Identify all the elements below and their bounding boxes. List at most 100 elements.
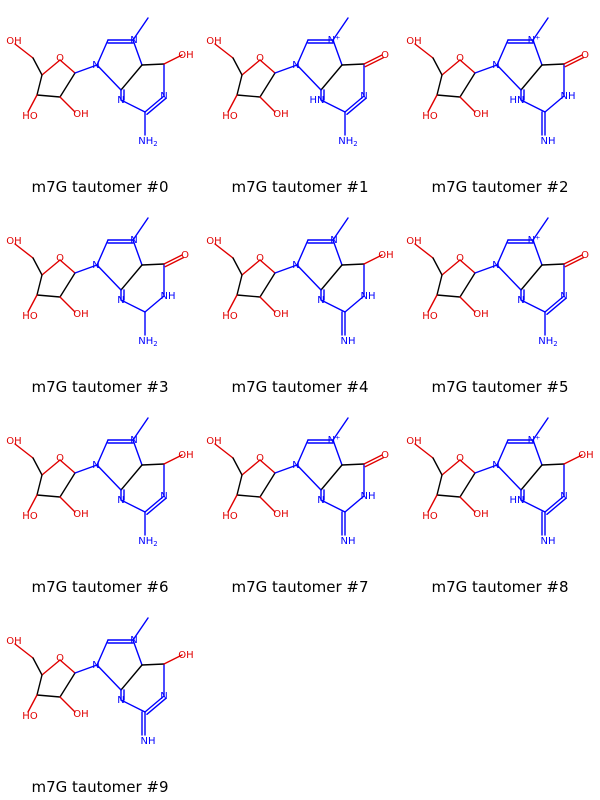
bond-n9-c8	[96, 239, 109, 266]
hydroxyl-2-label: OH	[273, 309, 288, 320]
bond-c4-o4	[441, 59, 461, 76]
bond-c3-c4	[236, 274, 243, 296]
bond-n9-c8	[496, 439, 509, 466]
hydroxyl-2-label: OH	[473, 109, 488, 120]
n3-label: N	[117, 95, 124, 106]
bond-c2-o2	[459, 296, 476, 313]
n1-label: N	[560, 291, 567, 302]
bond-c3-c4	[436, 74, 443, 96]
hydroxyl-3-label: HO	[22, 711, 38, 722]
bond-c1-c2	[459, 272, 476, 298]
bond-c1-n9	[474, 264, 498, 274]
bond-n3-c2	[120, 299, 146, 313]
bond-c3-o3	[27, 94, 38, 113]
n3-label: N	[317, 295, 324, 306]
bond-c6-c5	[541, 263, 565, 266]
bond-n9-c8	[296, 439, 309, 466]
bond-c5-c4	[232, 257, 243, 276]
bond-n7-c5	[132, 239, 143, 266]
bond-c5-o5	[414, 243, 434, 259]
imine-label: NH	[541, 536, 556, 547]
bond-n3-c2	[320, 499, 346, 513]
bond-c1-n9	[474, 464, 498, 474]
n3-label: HN	[310, 95, 325, 106]
bond-n9-c8	[96, 439, 109, 466]
bond-c2-o2	[459, 496, 476, 513]
amine-label: NH2	[138, 136, 157, 148]
bond-c2-n1	[544, 95, 565, 113]
hydroxyl-3-label: HO	[222, 111, 238, 122]
ring-oxygen-label: O	[456, 53, 464, 64]
bond-c1-n9	[474, 64, 498, 74]
bond-c1-n9	[74, 464, 98, 474]
amine-label: NH2	[538, 336, 557, 348]
carbonyl-oxygen-label: O	[581, 250, 589, 261]
n1-label: NH	[361, 291, 376, 302]
n7-label: N⁺	[528, 235, 541, 246]
bond-c6-o	[563, 54, 583, 65]
bond-c5-c4	[32, 457, 43, 476]
n9-label: N	[292, 260, 299, 271]
bond-c1-n9	[274, 64, 298, 74]
bond-c3-o3	[427, 494, 438, 513]
n7-label: N⁺	[528, 35, 541, 46]
bond-c6-o	[163, 654, 183, 665]
bond-n7-methyl	[132, 617, 149, 641]
bond-c2-c3	[236, 494, 261, 498]
ring-oxygen-label: O	[56, 253, 64, 264]
hydroxyl-3-label: HO	[422, 111, 438, 122]
n1-label: N	[160, 691, 167, 702]
hydroxyl-6-label: OH	[178, 50, 193, 61]
bond-c1-c2	[259, 72, 276, 98]
bond-c2-c3	[436, 294, 461, 298]
hydroxyl-3-label: HO	[22, 511, 38, 522]
bond-n7-methyl	[332, 417, 349, 441]
hydroxyl-2-label: OH	[73, 709, 88, 720]
n9-label: N	[92, 260, 99, 271]
bond-c4-o4	[241, 459, 261, 476]
bond-c2-o2	[259, 96, 276, 113]
hydroxyl-3-label: HO	[222, 311, 238, 322]
imine-label: NH	[541, 136, 556, 147]
bond-c4-o4	[441, 259, 461, 276]
bond-n3-c2	[320, 299, 346, 313]
ring-oxygen-label: O	[256, 53, 264, 64]
bond-c2-o2	[59, 296, 76, 313]
bond-c3-o3	[227, 94, 238, 113]
amine-label: NH2	[138, 536, 157, 548]
bond-n3-c2	[520, 499, 546, 513]
bond-n7-methyl	[532, 17, 549, 41]
bond-c5-c4	[232, 457, 243, 476]
bond-n7-methyl	[132, 17, 149, 41]
hydroxyl-6-label: OH	[378, 250, 393, 261]
bond-n7-c5	[132, 39, 143, 66]
bond-c4-n9	[96, 264, 122, 291]
n9-label: N	[92, 660, 99, 671]
bond-c2-n1-second	[346, 97, 367, 115]
n1-label: NH	[561, 91, 576, 102]
bond-n3-c2	[520, 99, 546, 113]
tautomer-caption: m7G tautomer #0	[31, 178, 169, 196]
tautomer-caption: m7G tautomer #9	[31, 778, 169, 796]
tautomer-caption: m7G tautomer #6	[31, 578, 169, 596]
bond-c2-n1	[144, 295, 165, 313]
bond-c5-c4-ring	[120, 464, 143, 491]
bond-c5-o5	[14, 43, 34, 59]
ring-oxygen-label: O	[56, 53, 64, 64]
bond-c6-o	[163, 54, 183, 65]
hydroxyl-3-label: HO	[222, 511, 238, 522]
bond-o4-c1	[259, 259, 276, 274]
bond-n7-c5	[532, 439, 543, 466]
bond-c5-c4-ring	[520, 464, 543, 491]
hydroxyl-5-label: OH	[6, 436, 21, 447]
bond-c2-n1	[144, 95, 165, 113]
